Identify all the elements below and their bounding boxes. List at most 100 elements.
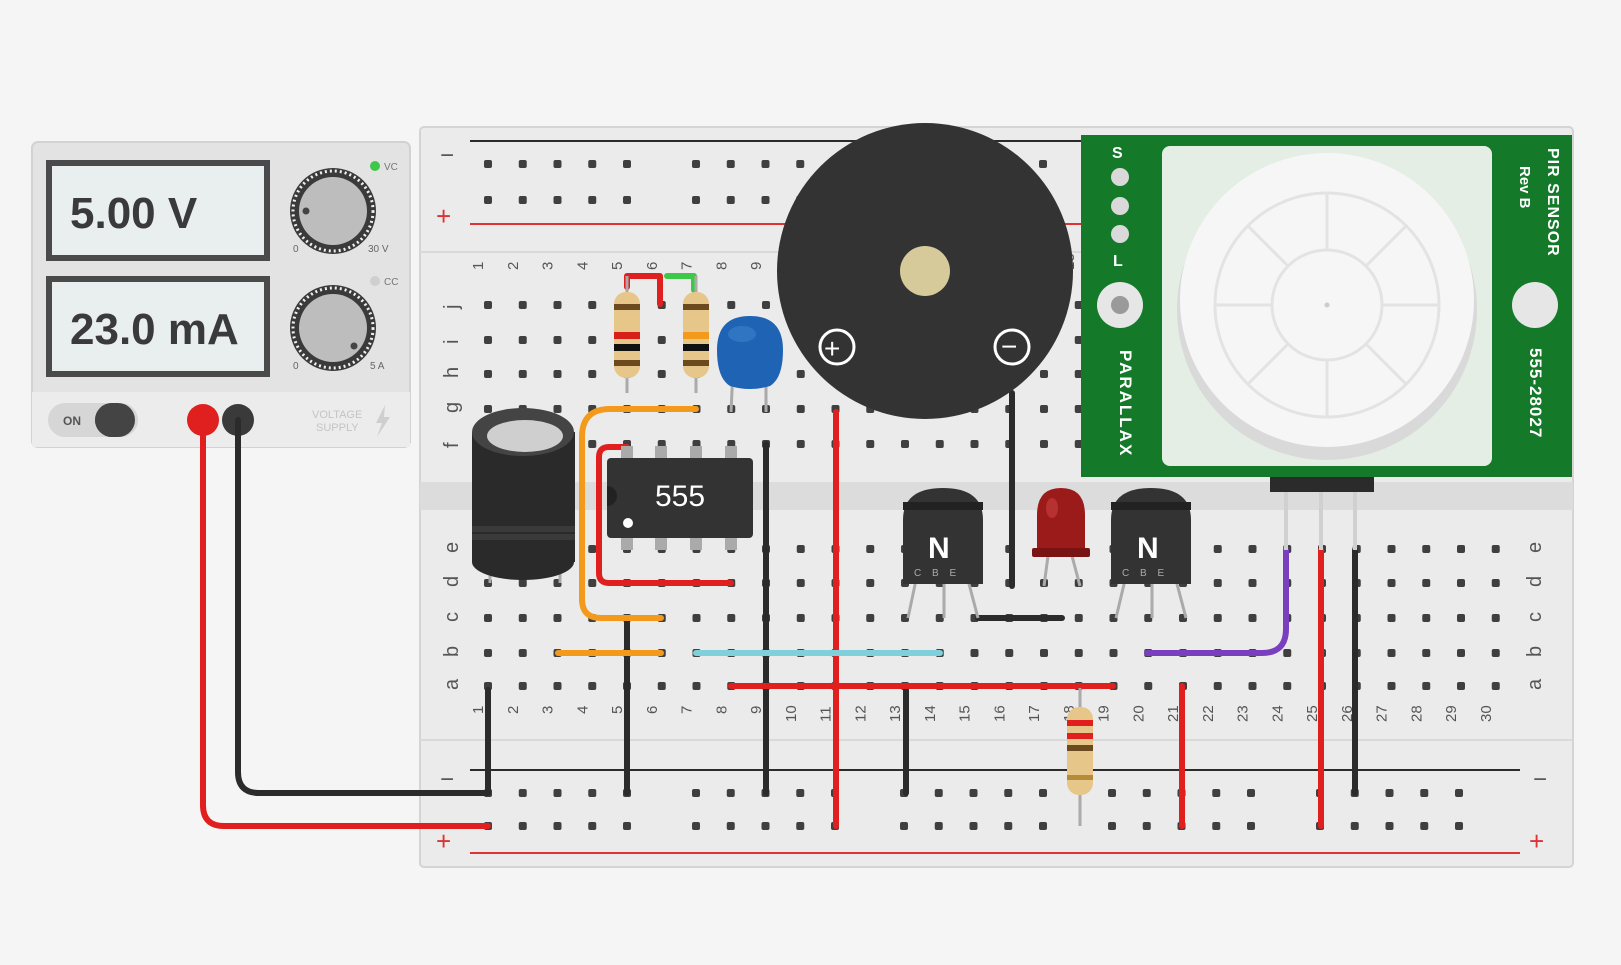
breadboard-hole[interactable] (518, 160, 527, 168)
breadboard-hole[interactable] (518, 579, 527, 587)
breadboard-hole[interactable] (1040, 440, 1048, 448)
breadboard-hole[interactable] (588, 789, 597, 797)
breadboard-hole[interactable] (623, 160, 631, 168)
breadboard-hole[interactable] (1005, 649, 1014, 657)
breadboard-hole[interactable] (1142, 822, 1151, 830)
breadboard-hole[interactable] (934, 822, 943, 830)
breadboard-hole[interactable] (1039, 822, 1047, 830)
breadboard-hole[interactable] (1491, 545, 1500, 553)
breadboard-hole[interactable] (935, 440, 944, 448)
breadboard-hole[interactable] (692, 682, 701, 690)
breadboard-hole[interactable] (588, 579, 597, 587)
breadboard-hole[interactable] (588, 682, 597, 690)
breadboard-hole[interactable] (796, 160, 805, 168)
breadboard-hole[interactable] (1387, 649, 1396, 657)
breadboard-hole[interactable] (1457, 614, 1465, 622)
breadboard-hole[interactable] (761, 196, 770, 204)
breadboard-hole[interactable] (588, 545, 597, 553)
breadboard-hole[interactable] (518, 370, 527, 378)
breadboard-hole[interactable] (866, 579, 875, 587)
wires[interactable] (200, 273, 1358, 829)
breadboard-hole[interactable] (1422, 579, 1431, 587)
breadboard-hole[interactable] (1247, 822, 1255, 830)
breadboard-hole[interactable] (1387, 614, 1396, 622)
breadboard-hole[interactable] (692, 614, 701, 622)
breadboard-hole[interactable] (484, 370, 492, 378)
breadboard-hole[interactable] (1420, 789, 1429, 797)
breadboard-hole[interactable] (796, 614, 805, 622)
breadboard-hole[interactable] (1074, 370, 1083, 378)
piezo-buzzer[interactable]: + − (777, 123, 1073, 419)
breadboard-hole[interactable] (518, 649, 527, 657)
breadboard-hole[interactable] (518, 822, 527, 830)
breadboard-hole[interactable] (484, 614, 492, 622)
breadboard-hole[interactable] (1108, 789, 1116, 797)
breadboard-hole[interactable] (727, 301, 736, 309)
breadboard-hole[interactable] (692, 822, 700, 830)
breadboard-hole[interactable] (1457, 682, 1465, 690)
breadboard-hole[interactable] (1457, 649, 1465, 657)
breadboard-hole[interactable] (1247, 789, 1255, 797)
breadboard-hole[interactable] (1491, 682, 1500, 690)
breadboard-hole[interactable] (1385, 789, 1394, 797)
breadboard-hole[interactable] (1039, 160, 1047, 168)
breadboard-hole[interactable] (1212, 789, 1221, 797)
breadboard-hole[interactable] (484, 160, 492, 168)
breadboard-hole[interactable] (553, 370, 562, 378)
breadboard-hole[interactable] (1213, 614, 1222, 622)
breadboard-hole[interactable] (1213, 682, 1222, 690)
breadboard-hole[interactable] (1248, 545, 1257, 553)
breadboard-hole[interactable] (1074, 649, 1083, 657)
breadboard-hole[interactable] (657, 336, 666, 344)
breadboard-hole[interactable] (1212, 822, 1221, 830)
breadboard-hole[interactable] (761, 160, 770, 168)
breadboard-hole[interactable] (553, 160, 562, 168)
breadboard-hole[interactable] (553, 301, 562, 309)
breadboard-hole[interactable] (553, 336, 562, 344)
breadboard-hole[interactable] (1457, 579, 1465, 587)
breadboard-hole[interactable] (866, 440, 875, 448)
breadboard-hole[interactable] (1491, 579, 1500, 587)
breadboard-hole[interactable] (588, 822, 597, 830)
breadboard-hole[interactable] (1283, 682, 1292, 690)
breadboard-hole[interactable] (761, 822, 770, 830)
breadboard-hole[interactable] (588, 301, 597, 309)
breadboard-hole[interactable] (1420, 822, 1429, 830)
breadboard-hole[interactable] (1074, 301, 1083, 309)
breadboard-hole[interactable] (1142, 789, 1151, 797)
breadboard-hole[interactable] (901, 440, 909, 448)
breadboard-hole[interactable] (934, 789, 943, 797)
breadboard-hole[interactable] (970, 440, 979, 448)
npn-transistor-1[interactable]: N C B E (903, 488, 983, 619)
breadboard-hole[interactable] (657, 682, 666, 690)
breadboard-hole[interactable] (1144, 614, 1153, 622)
breadboard-hole[interactable] (484, 336, 492, 344)
breadboard-hole[interactable] (970, 649, 979, 657)
breadboard-hole[interactable] (1040, 649, 1048, 657)
breadboard-hole[interactable] (553, 614, 562, 622)
breadboard-hole[interactable] (866, 614, 875, 622)
breadboard-hole[interactable] (518, 614, 527, 622)
breadboard-hole[interactable] (623, 196, 631, 204)
breadboard-hole[interactable] (518, 682, 527, 690)
breadboard-hole[interactable] (866, 545, 875, 553)
breadboard-hole[interactable] (1004, 789, 1013, 797)
breadboard-hole[interactable] (1387, 682, 1396, 690)
breadboard-hole[interactable] (518, 301, 527, 309)
breadboard-hole[interactable] (1350, 822, 1359, 830)
breadboard-hole[interactable] (796, 440, 805, 448)
breadboard-hole[interactable] (796, 545, 805, 553)
breadboard-hole[interactable] (588, 336, 597, 344)
resistor-2[interactable] (683, 276, 709, 393)
breadboard-hole[interactable] (796, 405, 805, 413)
resistor-3[interactable] (1067, 688, 1093, 826)
breadboard-hole[interactable] (553, 822, 562, 830)
breadboard-hole[interactable] (692, 196, 700, 204)
breadboard-hole[interactable] (1109, 649, 1118, 657)
breadboard-hole[interactable] (518, 336, 527, 344)
breadboard-hole[interactable] (726, 822, 735, 830)
breadboard-hole[interactable] (1074, 614, 1083, 622)
breadboard-hole[interactable] (1213, 579, 1222, 587)
breadboard-hole[interactable] (726, 789, 735, 797)
power-switch[interactable]: ON (48, 403, 138, 437)
